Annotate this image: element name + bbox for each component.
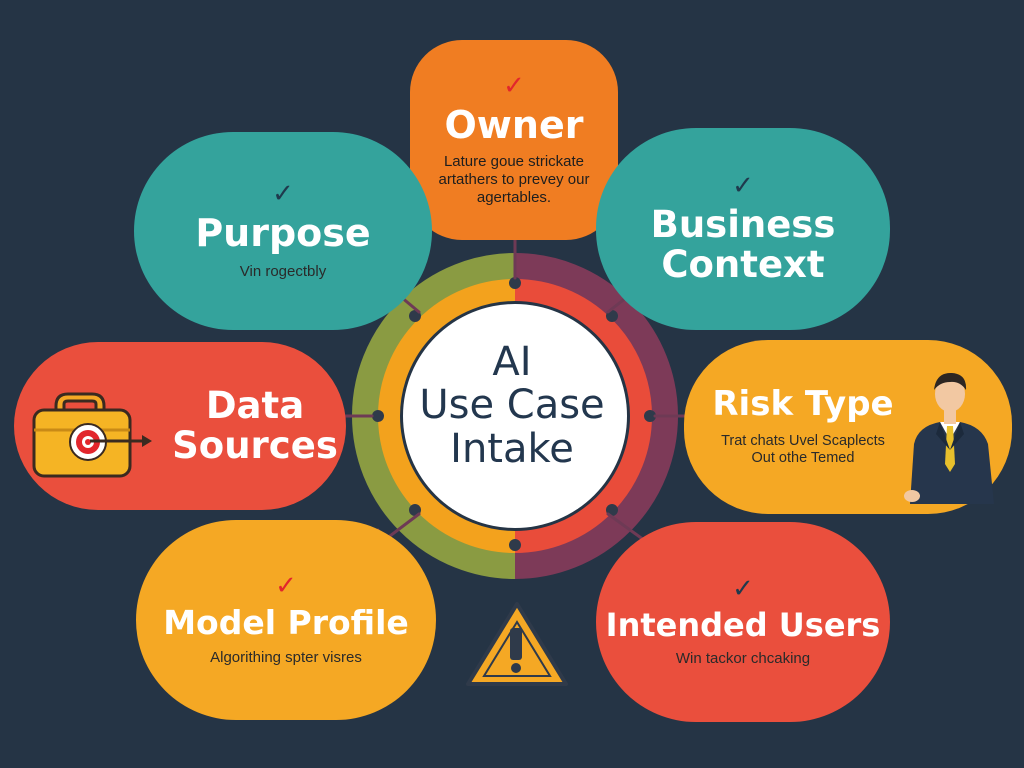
- risk-type-description: Trat chats Uvel Scaplects Out othe Temed: [721, 433, 885, 468]
- owner-description: Lature goue strickate artathers to preve…: [439, 153, 590, 207]
- owner-description-line: Lature goue strickate: [443, 152, 585, 170]
- ring-dot: [509, 277, 521, 289]
- model-profile-title: Model Profile: [163, 603, 409, 643]
- data-sources-title-line: Sources: [172, 424, 338, 467]
- purpose-description: Vin rogectbly: [239, 262, 327, 280]
- model-profile-node[interactable]: ✓ Model Profile Algorithing spter visres: [136, 520, 436, 720]
- owner-description-line: agertables.: [476, 188, 552, 206]
- businessman-icon: [904, 372, 994, 504]
- center-title: AI Use Case Intake: [412, 318, 612, 494]
- intended-users-node[interactable]: ✓ Intended Users Win tackor chcaking: [596, 522, 890, 722]
- center-title-line: Intake: [450, 425, 574, 472]
- owner-title: Owner: [444, 103, 584, 148]
- owner-description-line: artathers to prevey our: [438, 170, 590, 188]
- model-profile-description: Algorithing spter visres: [210, 648, 362, 666]
- check-icon: ✓: [732, 171, 754, 202]
- data-sources-title: Data Sources: [172, 386, 338, 466]
- check-icon: ✓: [732, 573, 754, 604]
- risk-type-description-line: Out othe Temed: [751, 450, 855, 467]
- business-context-title: Business Context: [651, 205, 836, 285]
- data-sources-title-line: Data: [205, 384, 305, 428]
- intended-users-title: Intended Users: [605, 605, 881, 644]
- business-context-node[interactable]: ✓ Business Context: [596, 128, 890, 330]
- risk-type-title: Risk Type: [712, 384, 894, 425]
- ring-dot: [644, 410, 656, 422]
- ring-dot: [509, 539, 521, 551]
- check-icon: ✓: [503, 71, 525, 102]
- purpose-node[interactable]: ✓ Purpose Vin rogectbly: [134, 132, 432, 330]
- business-context-title-line: Context: [661, 243, 825, 286]
- briefcase-target-icon: [32, 392, 152, 478]
- owner-node[interactable]: ✓ Owner Lature goue strickate artathers …: [410, 40, 618, 240]
- warning-icon: [466, 602, 568, 686]
- ring-inner-right-segment: [514, 279, 652, 553]
- ring-inner-left-segment: [378, 279, 516, 553]
- business-context-title-line: Business: [650, 203, 836, 247]
- center-title-line: Use Case: [419, 382, 605, 429]
- ring-dot: [372, 410, 384, 422]
- center-title-line: AI: [492, 339, 532, 386]
- center-circle: [403, 304, 627, 528]
- check-icon: ✓: [272, 179, 294, 210]
- risk-type-description-line: Trat chats Uvel Scaplects: [721, 432, 885, 449]
- check-icon: ✓: [275, 571, 297, 602]
- purpose-title: Purpose: [195, 211, 371, 256]
- intended-users-description: Win tackor chcaking: [675, 650, 811, 668]
